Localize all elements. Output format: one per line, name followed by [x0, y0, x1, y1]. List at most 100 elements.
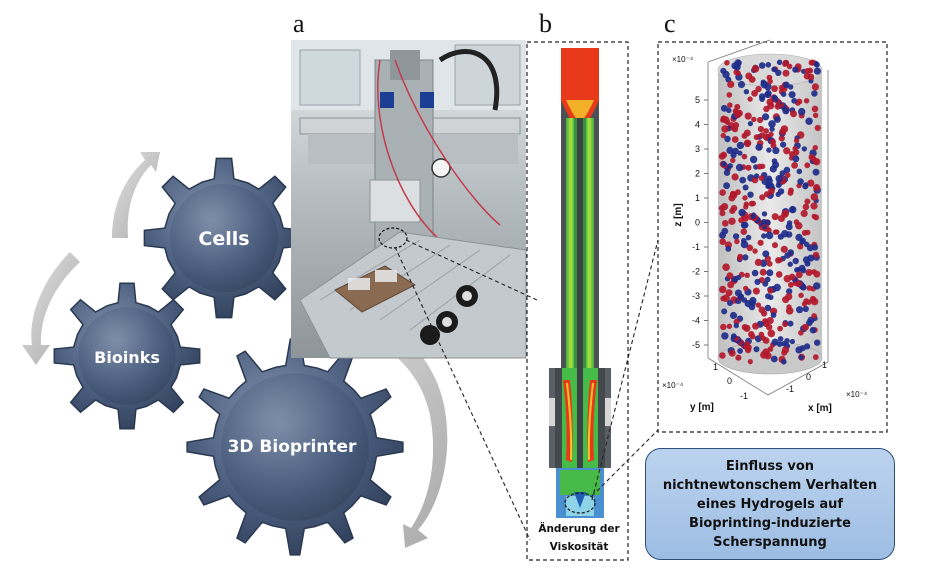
- particle: [765, 62, 772, 68]
- particle: [768, 120, 776, 128]
- particle: [744, 272, 750, 278]
- particle: [733, 322, 739, 329]
- particle: [812, 168, 820, 176]
- particle: [749, 296, 757, 305]
- particle: [754, 258, 763, 266]
- z-tick: 1: [695, 193, 700, 203]
- particle: [762, 250, 770, 258]
- particle: [792, 155, 800, 163]
- gear-label-bioinks: Bioinks: [94, 348, 160, 367]
- particle: [780, 91, 787, 97]
- particle: [776, 59, 783, 66]
- particle: [743, 89, 750, 95]
- particle: [795, 280, 803, 288]
- z-tick: 0: [695, 218, 700, 228]
- particle: [786, 288, 793, 295]
- panel-label-c: c: [664, 9, 676, 38]
- particle: [737, 80, 746, 89]
- particle: [741, 132, 748, 139]
- particle: [727, 281, 735, 289]
- particle: [767, 346, 774, 352]
- info-line-2: nichtnewtonschem Verhalten: [662, 477, 878, 493]
- particle: [812, 251, 820, 259]
- particle: [737, 255, 743, 261]
- particle: [727, 300, 733, 306]
- gear-cells: [143, 157, 305, 319]
- particle: [757, 239, 764, 246]
- info-line-4: Bioprinting-induzierte: [689, 515, 851, 531]
- y-tick-1: 1: [713, 362, 718, 372]
- particle: [775, 175, 783, 183]
- particle: [810, 193, 819, 201]
- particle: [753, 134, 760, 141]
- particle: [730, 333, 737, 340]
- panel-label-a: a: [293, 9, 305, 38]
- particle: [775, 69, 782, 77]
- particle: [782, 59, 790, 67]
- particle: [768, 131, 774, 137]
- particle: [766, 324, 773, 331]
- z-tick: 4: [695, 120, 700, 130]
- particle: [727, 163, 733, 169]
- particle: [757, 116, 764, 124]
- particle: [732, 122, 740, 129]
- particle: [737, 348, 743, 354]
- particle: [744, 112, 752, 120]
- particle: [813, 270, 821, 278]
- particle: [811, 244, 819, 251]
- particle: [753, 346, 760, 353]
- particle: [768, 294, 774, 301]
- particle: [726, 323, 733, 329]
- particle: [769, 138, 776, 146]
- particle: [772, 242, 778, 249]
- particle: [782, 296, 790, 304]
- particle: [732, 233, 740, 240]
- particle: [782, 69, 790, 77]
- particle: [797, 178, 804, 185]
- particle: [725, 289, 733, 297]
- particle: [719, 231, 726, 239]
- particle: [747, 121, 754, 127]
- particle: [742, 184, 749, 191]
- particle: [735, 274, 742, 281]
- particle: [763, 128, 769, 134]
- particle: [732, 147, 739, 155]
- y-tick-0: 0: [727, 376, 732, 386]
- particle: [795, 346, 803, 354]
- z-axis-exponent: ×10⁻⁴: [672, 55, 694, 64]
- particle: [726, 107, 732, 114]
- x-tick-0: 0: [806, 372, 811, 382]
- particle: [802, 256, 810, 264]
- particle: [759, 96, 765, 102]
- particle: [783, 147, 791, 155]
- particle: [752, 287, 760, 295]
- particle: [750, 200, 756, 207]
- particle: [753, 173, 760, 179]
- particle: [774, 229, 780, 235]
- info-line-5: Scherspannung: [713, 534, 827, 550]
- particle: [743, 324, 751, 332]
- particle: [758, 62, 766, 69]
- particle: [721, 332, 729, 340]
- particle: [719, 189, 726, 196]
- particle: [747, 96, 753, 102]
- particle: [718, 153, 726, 160]
- particle: [729, 190, 737, 198]
- particle: [789, 338, 796, 345]
- particle: [748, 76, 756, 83]
- particle: [771, 338, 779, 346]
- particle: [767, 329, 776, 338]
- particle: [743, 204, 749, 210]
- particle: [758, 306, 766, 314]
- particle: [734, 111, 742, 119]
- particle: [798, 330, 804, 336]
- particle: [760, 79, 766, 85]
- particle: [720, 295, 726, 302]
- z-tick: 5: [695, 95, 700, 105]
- particle: [736, 60, 742, 66]
- particle: [804, 162, 811, 169]
- particle: [764, 83, 772, 91]
- particle: [722, 220, 729, 227]
- particle: [772, 147, 780, 155]
- particle: [784, 172, 791, 178]
